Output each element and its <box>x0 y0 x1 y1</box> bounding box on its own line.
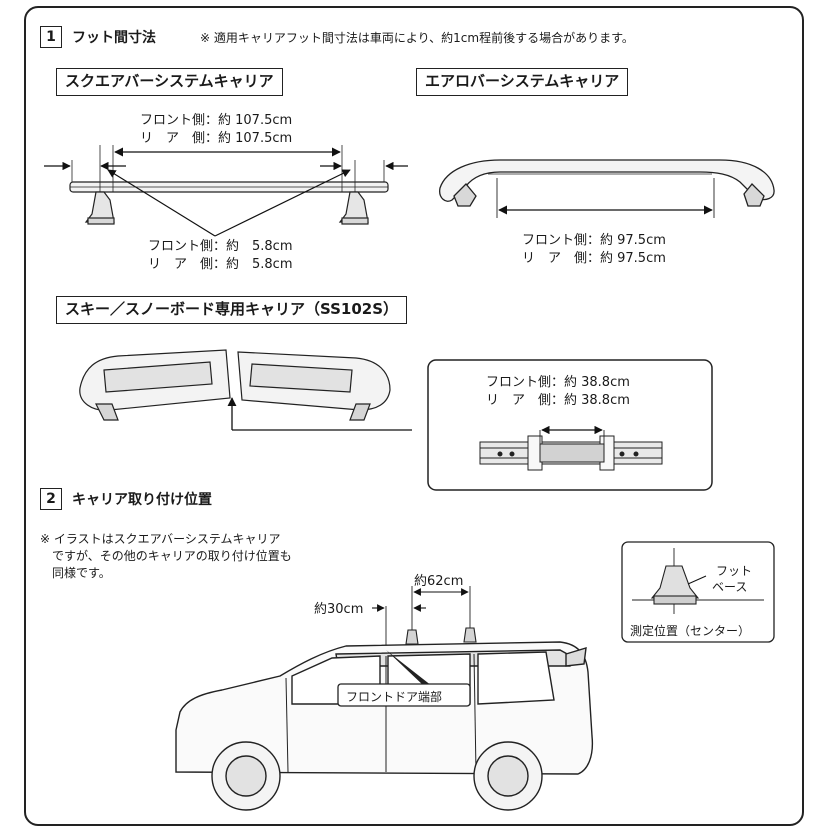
square-bar-overhang-rear: リ ア 側：約 5.8cm <box>148 257 293 272</box>
measure-position-label: 測定位置（センター） <box>630 624 751 638</box>
front-door-label: フロントドア端部 <box>346 690 443 704</box>
aero-bar-title: エアロバーシステムキャリア <box>416 68 629 96</box>
minivan-body <box>175 641 594 775</box>
square-bar-span-rear: リ ア 側：約 107.5cm <box>140 131 293 146</box>
ski-carrier-span-front: フロント側：約 38.8cm <box>486 375 630 390</box>
aero-bar-span-front: フロント側：約 97.5cm <box>522 233 666 248</box>
square-bar-drawing <box>69 145 389 225</box>
section2-note-line1: ※ イラストはスクエアバーシステムキャリア <box>40 532 281 546</box>
square-bar-span-front: フロント側：約 107.5cm <box>140 113 293 128</box>
foot-label-line2: ベース <box>712 580 748 594</box>
section2-title: キャリア取り付け位置 <box>72 492 212 508</box>
wheels <box>211 741 543 811</box>
dim-between-feet: 約62cm <box>414 574 464 589</box>
dim-front-offset: 約30cm <box>314 602 364 617</box>
section2-note-line2: ですが、その他のキャリアの取り付け位置も <box>52 549 292 563</box>
ski-carrier-title: スキー／スノーボード専用キャリア（SS102S） <box>56 296 408 324</box>
square-bar-overhang-front: フロント側：約 5.8cm <box>148 239 293 254</box>
foot-inset-box <box>621 541 775 643</box>
roof-feet <box>405 627 477 645</box>
section2-number: 2 <box>40 488 62 510</box>
aero-bar-drawing <box>439 159 775 207</box>
ski-carrier-drawing <box>79 349 391 421</box>
ski-carrier-span-rear: リ ア 側：約 38.8cm <box>486 393 630 408</box>
section1-title: フット間寸法 <box>72 30 156 46</box>
front-door-label-box <box>337 683 471 707</box>
aero-bar-span-rear: リ ア 側：約 97.5cm <box>522 251 666 266</box>
ski-detail-drawing <box>479 435 663 471</box>
section1-note: ※ 適用キャリアフット間寸法は車両により、約1cm程前後する場合があります。 <box>200 31 634 45</box>
square-bar-title: スクエアバーシステムキャリア <box>56 68 283 96</box>
section2-note-line3: 同様です。 <box>52 566 111 580</box>
section1-number: 1 <box>40 26 62 48</box>
foot-label-line1: フット <box>716 564 753 578</box>
foot-inset-drawing <box>650 565 700 605</box>
page-frame <box>24 6 804 826</box>
